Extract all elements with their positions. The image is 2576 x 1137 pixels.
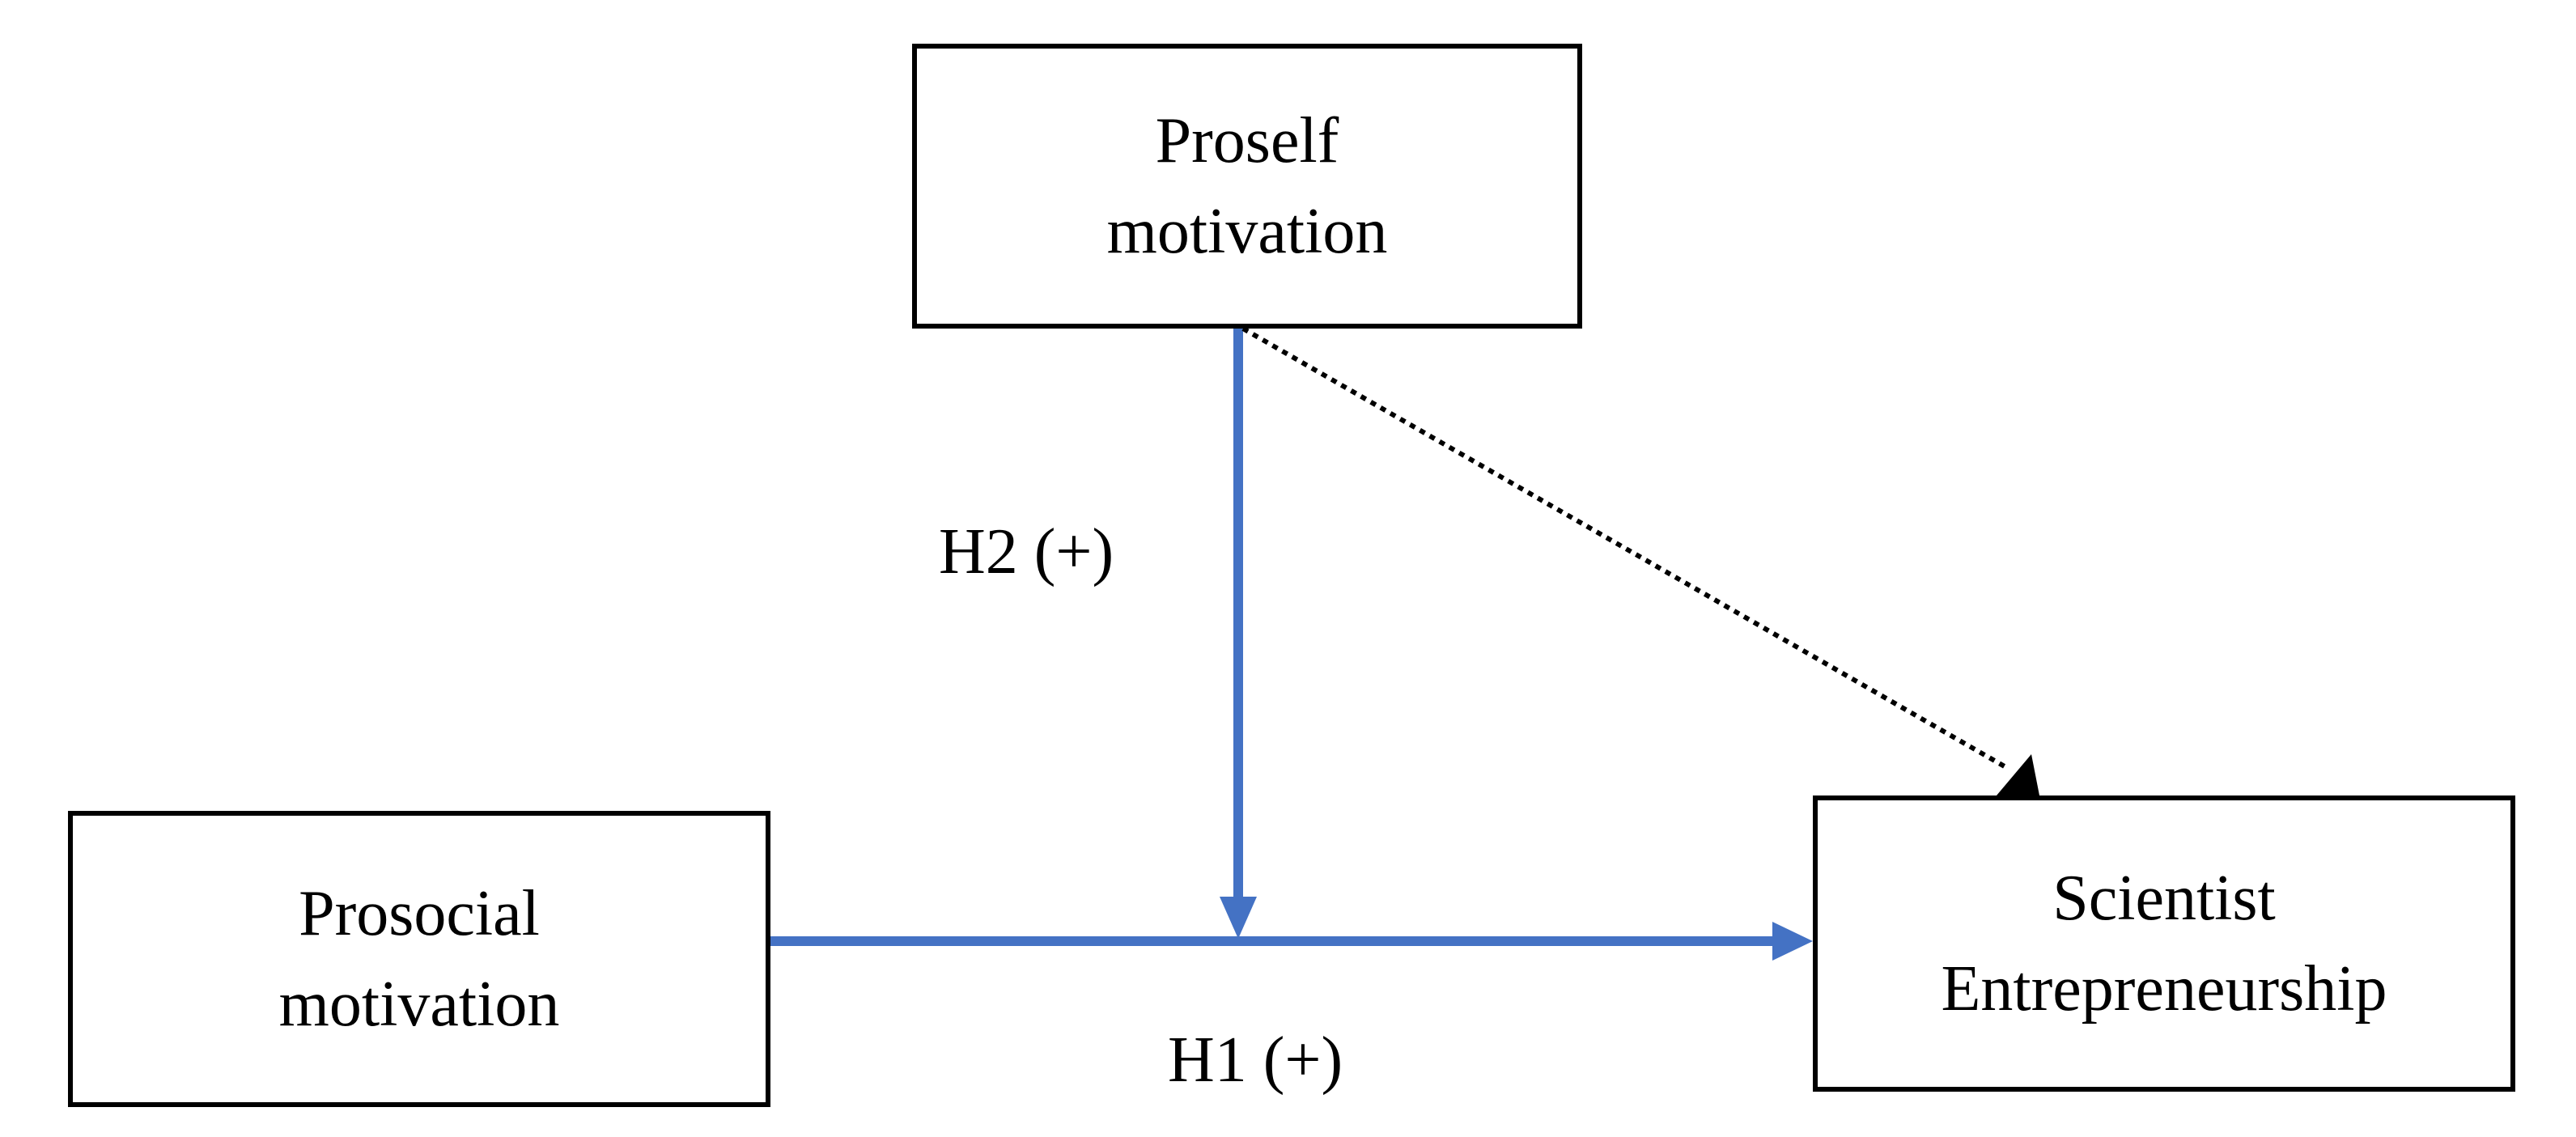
node-scientist-entrepreneurship: Scientist Entrepreneurship bbox=[1813, 795, 2515, 1092]
node-proself-line1: Proself bbox=[1155, 105, 1339, 176]
edge-label-h2: H2 (+) bbox=[939, 516, 1114, 588]
node-prosocial-motivation: Prosocial motivation bbox=[68, 811, 770, 1107]
edge-label-h1: H1 (+) bbox=[1168, 1025, 1343, 1096]
h2-arrowhead bbox=[1220, 897, 1257, 939]
node-prosocial-line2: motivation bbox=[278, 969, 560, 1040]
node-scientist-line1: Scientist bbox=[2052, 863, 2276, 934]
node-proself-motivation: Proself motivation bbox=[912, 44, 1582, 329]
node-proself-line2: motivation bbox=[1106, 196, 1388, 267]
node-scientist-line2: Entrepreneurship bbox=[1941, 953, 2387, 1025]
h1-arrowhead bbox=[1772, 922, 1813, 961]
direct-dotted-arrowhead bbox=[1997, 754, 2039, 795]
node-prosocial-line1: Prosocial bbox=[299, 878, 540, 949]
direct-dotted-arrow-line bbox=[1241, 326, 2010, 771]
